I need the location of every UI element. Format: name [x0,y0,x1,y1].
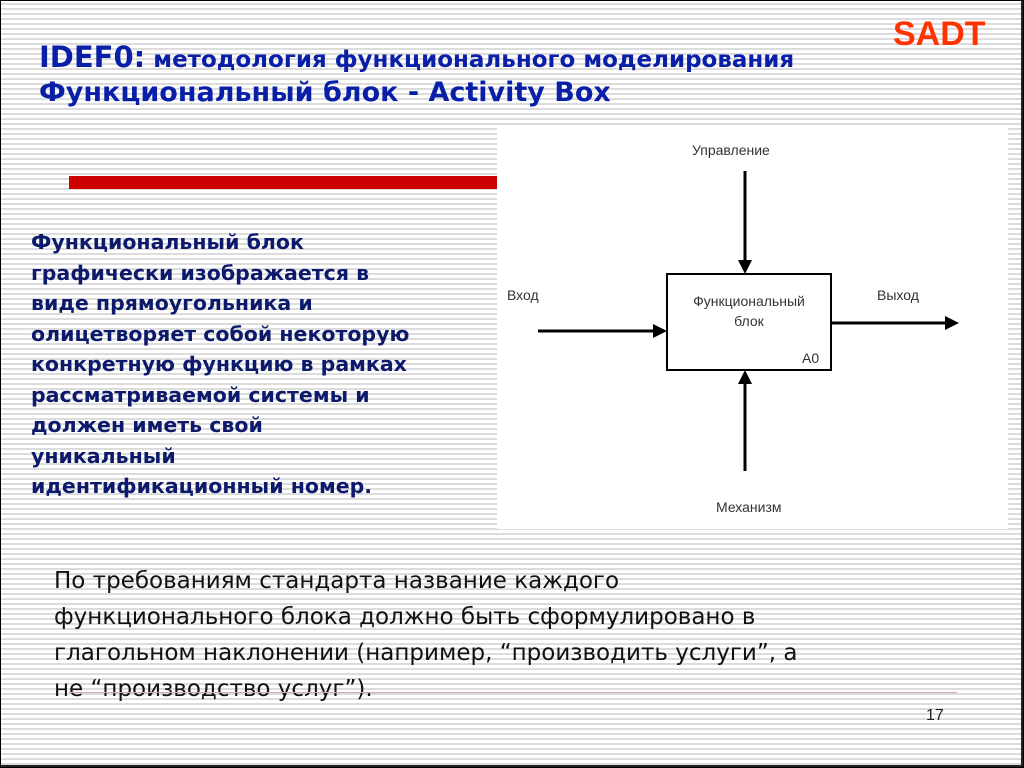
output-arrow [831,316,959,330]
slide-subtitle: Функциональный блок - Activity Box [39,77,611,108]
title-lead: IDEF0: [39,40,146,74]
sadt-logo: SADT [893,15,986,53]
control-arrow [738,171,752,274]
box-label-line: блок [734,313,764,329]
rule-line: глагольном наклонении (например, “произв… [54,640,798,666]
definition-line: уникальный [31,443,176,468]
definition-line: олицетворяет собой некоторую [31,321,410,346]
definition-line: должен иметь свой [31,413,263,437]
definition-line: графически изображается в [31,260,370,285]
slide-title: IDEF0: методология функционального модел… [39,37,794,75]
title-rest: методология функционального моделировани… [145,47,795,73]
definition-line: рассматриваемой системы и [31,382,370,407]
rule-line: По требованиям стандарта название каждог… [54,568,620,594]
box-label-line: Функциональный [693,293,805,309]
rule-line: не “производство услуг”). [54,676,373,702]
definition-text: Функциональный блок графически изображае… [31,227,511,502]
definition-line: Функциональный блок [31,230,304,254]
page-number: 17 [926,707,944,724]
rule-line: функционального блока должно быть сформу… [54,604,756,630]
definition-line: виде прямоугольника и [31,291,313,315]
function-box-label: Функциональный блок [667,291,831,331]
mechanism-label: Механизм [716,499,782,515]
diagram-arrows [538,171,959,471]
output-label: Выход [877,287,919,303]
definition-line: конкретную функцию в рамках [31,352,407,376]
function-box [666,273,832,371]
mechanism-arrow [738,370,752,471]
accent-bar [69,176,499,189]
input-label: Вход [507,287,539,303]
footer-divider [69,692,957,693]
idef0-diagram: Управление Вход Выход Механизм Функциона… [497,128,1008,529]
naming-rule-text: По требованиям стандарта название каждог… [54,563,974,707]
definition-line: идентификационный номер. [31,474,373,498]
control-label: Управление [692,142,770,158]
input-arrow [538,324,667,338]
box-id: A0 [802,350,820,366]
